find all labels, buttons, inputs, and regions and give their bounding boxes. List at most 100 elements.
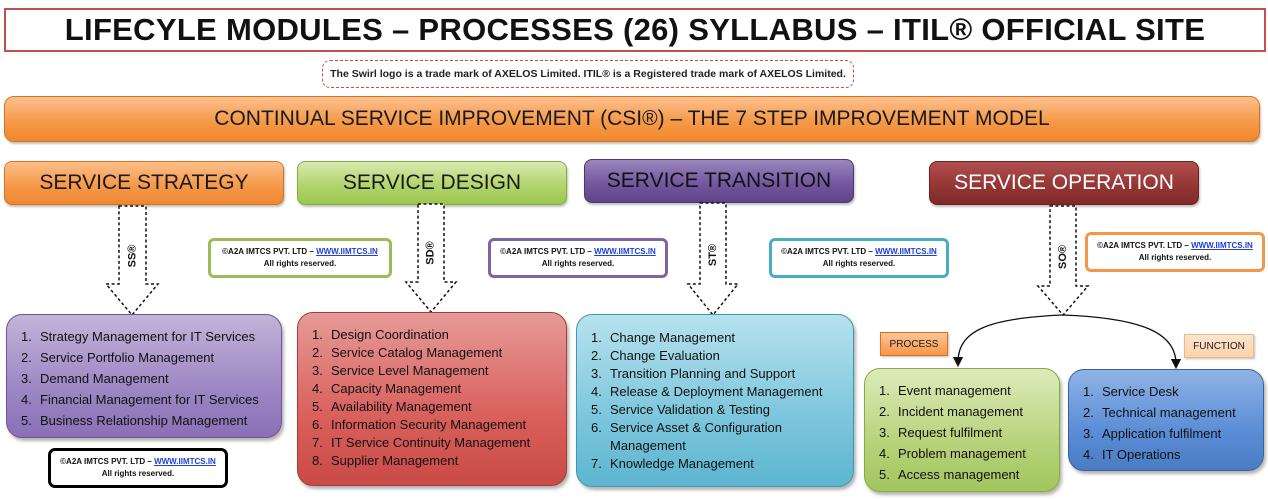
list-item-number: 5. <box>312 399 323 414</box>
list-item-label: Knowledge Management <box>610 456 754 471</box>
list-item: 3.Application fulfilment <box>1083 423 1249 444</box>
list-item: 7.IT Service Continuity Management <box>312 434 552 452</box>
list-item-number: 1. <box>591 330 602 345</box>
list-item-number: 5. <box>21 413 32 428</box>
function-connector <box>1062 314 1182 370</box>
list-item-label: Release & Deployment Management <box>610 384 823 399</box>
list-item-number: 7. <box>591 456 602 471</box>
list-item-number: 2. <box>21 350 32 365</box>
arrow-so <box>1036 205 1090 317</box>
list-item-label: Financial Management for IT Services <box>40 392 259 407</box>
list-item-number: 5. <box>591 402 602 417</box>
function-list: 1. Service Desk 2. Technical management 3.Ap… <box>1083 381 1249 465</box>
list-item: 1.Strategy Management for IT Services <box>21 326 267 347</box>
panel-service-operation-function: 1. Service Desk 2. Technical management 3.Ap… <box>1068 369 1264 471</box>
list-item: 5.Service Validation & Testing <box>591 401 839 419</box>
list-item-number: 3. <box>21 371 32 386</box>
list-item-label: Information Security Management <box>331 417 527 432</box>
csi-banner: CONTINUAL SERVICE IMPROVEMENT (CSI®) – T… <box>4 96 1260 142</box>
website-link[interactable]: WWW.IIMTCS.IN <box>875 247 937 256</box>
copyright-box: ©A2A IMTCS PVT. LTD – WWW.IIMTCS.IN All … <box>769 238 949 278</box>
list-item-label: Access management <box>898 467 1020 482</box>
page-title: LIFECYLE MODULES – PROCESSES (26) SYLLAB… <box>64 12 1206 47</box>
list-item-label: Supplier Management <box>331 453 459 468</box>
website-link[interactable]: WWW.IIMTCS.IN <box>154 457 216 466</box>
list-item-label: Service Desk <box>1102 384 1179 399</box>
list-item-number: 8. <box>312 453 323 468</box>
list-item-label: Service Asset & Configuration Management <box>610 420 782 453</box>
list-item: 6. Information Security Management <box>312 416 552 434</box>
list-item: 7. Knowledge Management <box>591 455 839 473</box>
arrow-st <box>686 202 740 317</box>
list-item-number: 6. <box>312 417 323 432</box>
list-item: 2.Incident management <box>879 401 1045 422</box>
list-item-number: 4. <box>21 392 32 407</box>
list-item-label: Request fulfilment <box>898 425 1003 440</box>
list-item: 5. Access management <box>879 464 1045 485</box>
list-item: 2. Technical management <box>1083 402 1249 423</box>
list-item: 3.Transition Planning and Support <box>591 365 839 383</box>
list-item-number: 1. <box>1083 384 1094 399</box>
arrow-sd <box>404 203 458 314</box>
list-item: 1. Service Desk <box>1083 381 1249 402</box>
list-item: 4. IT Operations <box>1083 444 1249 465</box>
list-item-number: 2. <box>879 404 890 419</box>
list-item: 1. Change Management <box>591 329 839 347</box>
list-item-label: Availability Management <box>331 399 472 414</box>
list-item-number: 1. <box>879 383 890 398</box>
list-item-label: Service Catalog Management <box>331 345 503 360</box>
label-ss: SS® <box>126 244 138 268</box>
copyright-box: ©A2A IMTCS PVT. LTD – WWW.IIMTCS.IN All … <box>48 448 228 488</box>
list-item-number: 3. <box>312 363 323 378</box>
label-so: SO® <box>1057 245 1069 269</box>
website-link[interactable]: WWW.IIMTCS.IN <box>1191 241 1253 250</box>
list-item-label: Strategy Management for IT Services <box>40 329 256 344</box>
list-item-label: Problem management <box>898 446 1026 461</box>
list-item-label: Capacity Management <box>331 381 462 396</box>
stage-service-operation: SERVICE OPERATION <box>929 161 1199 205</box>
list-item: 3. Service Level Management <box>312 362 552 380</box>
list-item-number: 3. <box>591 366 602 381</box>
list-item-label: Change Management <box>610 330 736 345</box>
website-link[interactable]: WWW.IIMTCS.IN <box>316 247 378 256</box>
list-item-number: 4. <box>879 446 890 461</box>
list-item: 5.Business Relationship Management <box>21 410 267 431</box>
list-item-label: Design Coordination <box>331 327 449 342</box>
list-item: 8. Supplier Management <box>312 452 552 470</box>
list-item: 1.Event management <box>879 380 1045 401</box>
website-link[interactable]: WWW.IIMTCS.IN <box>594 247 656 256</box>
list-item: 4. Financial Management for IT Services <box>21 389 267 410</box>
list-item-number: 2. <box>312 345 323 360</box>
list-item-label: IT Operations <box>1102 447 1181 462</box>
list-item-label: Technical management <box>1102 405 1236 420</box>
copyright-box: ©A2A IMTCS PVT. LTD – WWW.IIMTCS.IN All … <box>208 238 392 278</box>
arrow-ss <box>104 205 160 317</box>
list-item: 5. Availability Management <box>312 398 552 416</box>
page-title-box: LIFECYLE MODULES – PROCESSES (26) SYLLAB… <box>4 8 1266 52</box>
list-item-label: Demand Management <box>40 371 169 386</box>
list-item: 1.Design Coordination <box>312 326 552 344</box>
list-item-number: 4. <box>591 384 602 399</box>
list-item-number: 7. <box>312 435 323 450</box>
list-item: 2.Change Evaluation <box>591 347 839 365</box>
process-tag: PROCESS <box>880 332 948 356</box>
function-tag: FUNCTION <box>1184 334 1254 358</box>
list-item-number: 3. <box>879 425 890 440</box>
list-item-label: Service Level Management <box>331 363 489 378</box>
label-sd: SD® <box>424 241 437 265</box>
list-item-number: 4. <box>1083 447 1094 462</box>
list-item: 4. Problem management <box>879 443 1045 464</box>
list-item: 2.Service Portfolio Management <box>21 347 267 368</box>
list-item-number: 2. <box>1083 405 1094 420</box>
list-item-number: 5. <box>879 467 890 482</box>
stage-service-transition: SERVICE TRANSITION <box>584 159 854 203</box>
list-item: 2. Service Catalog Management <box>312 344 552 362</box>
list-item: 4.Capacity Management <box>312 380 552 398</box>
